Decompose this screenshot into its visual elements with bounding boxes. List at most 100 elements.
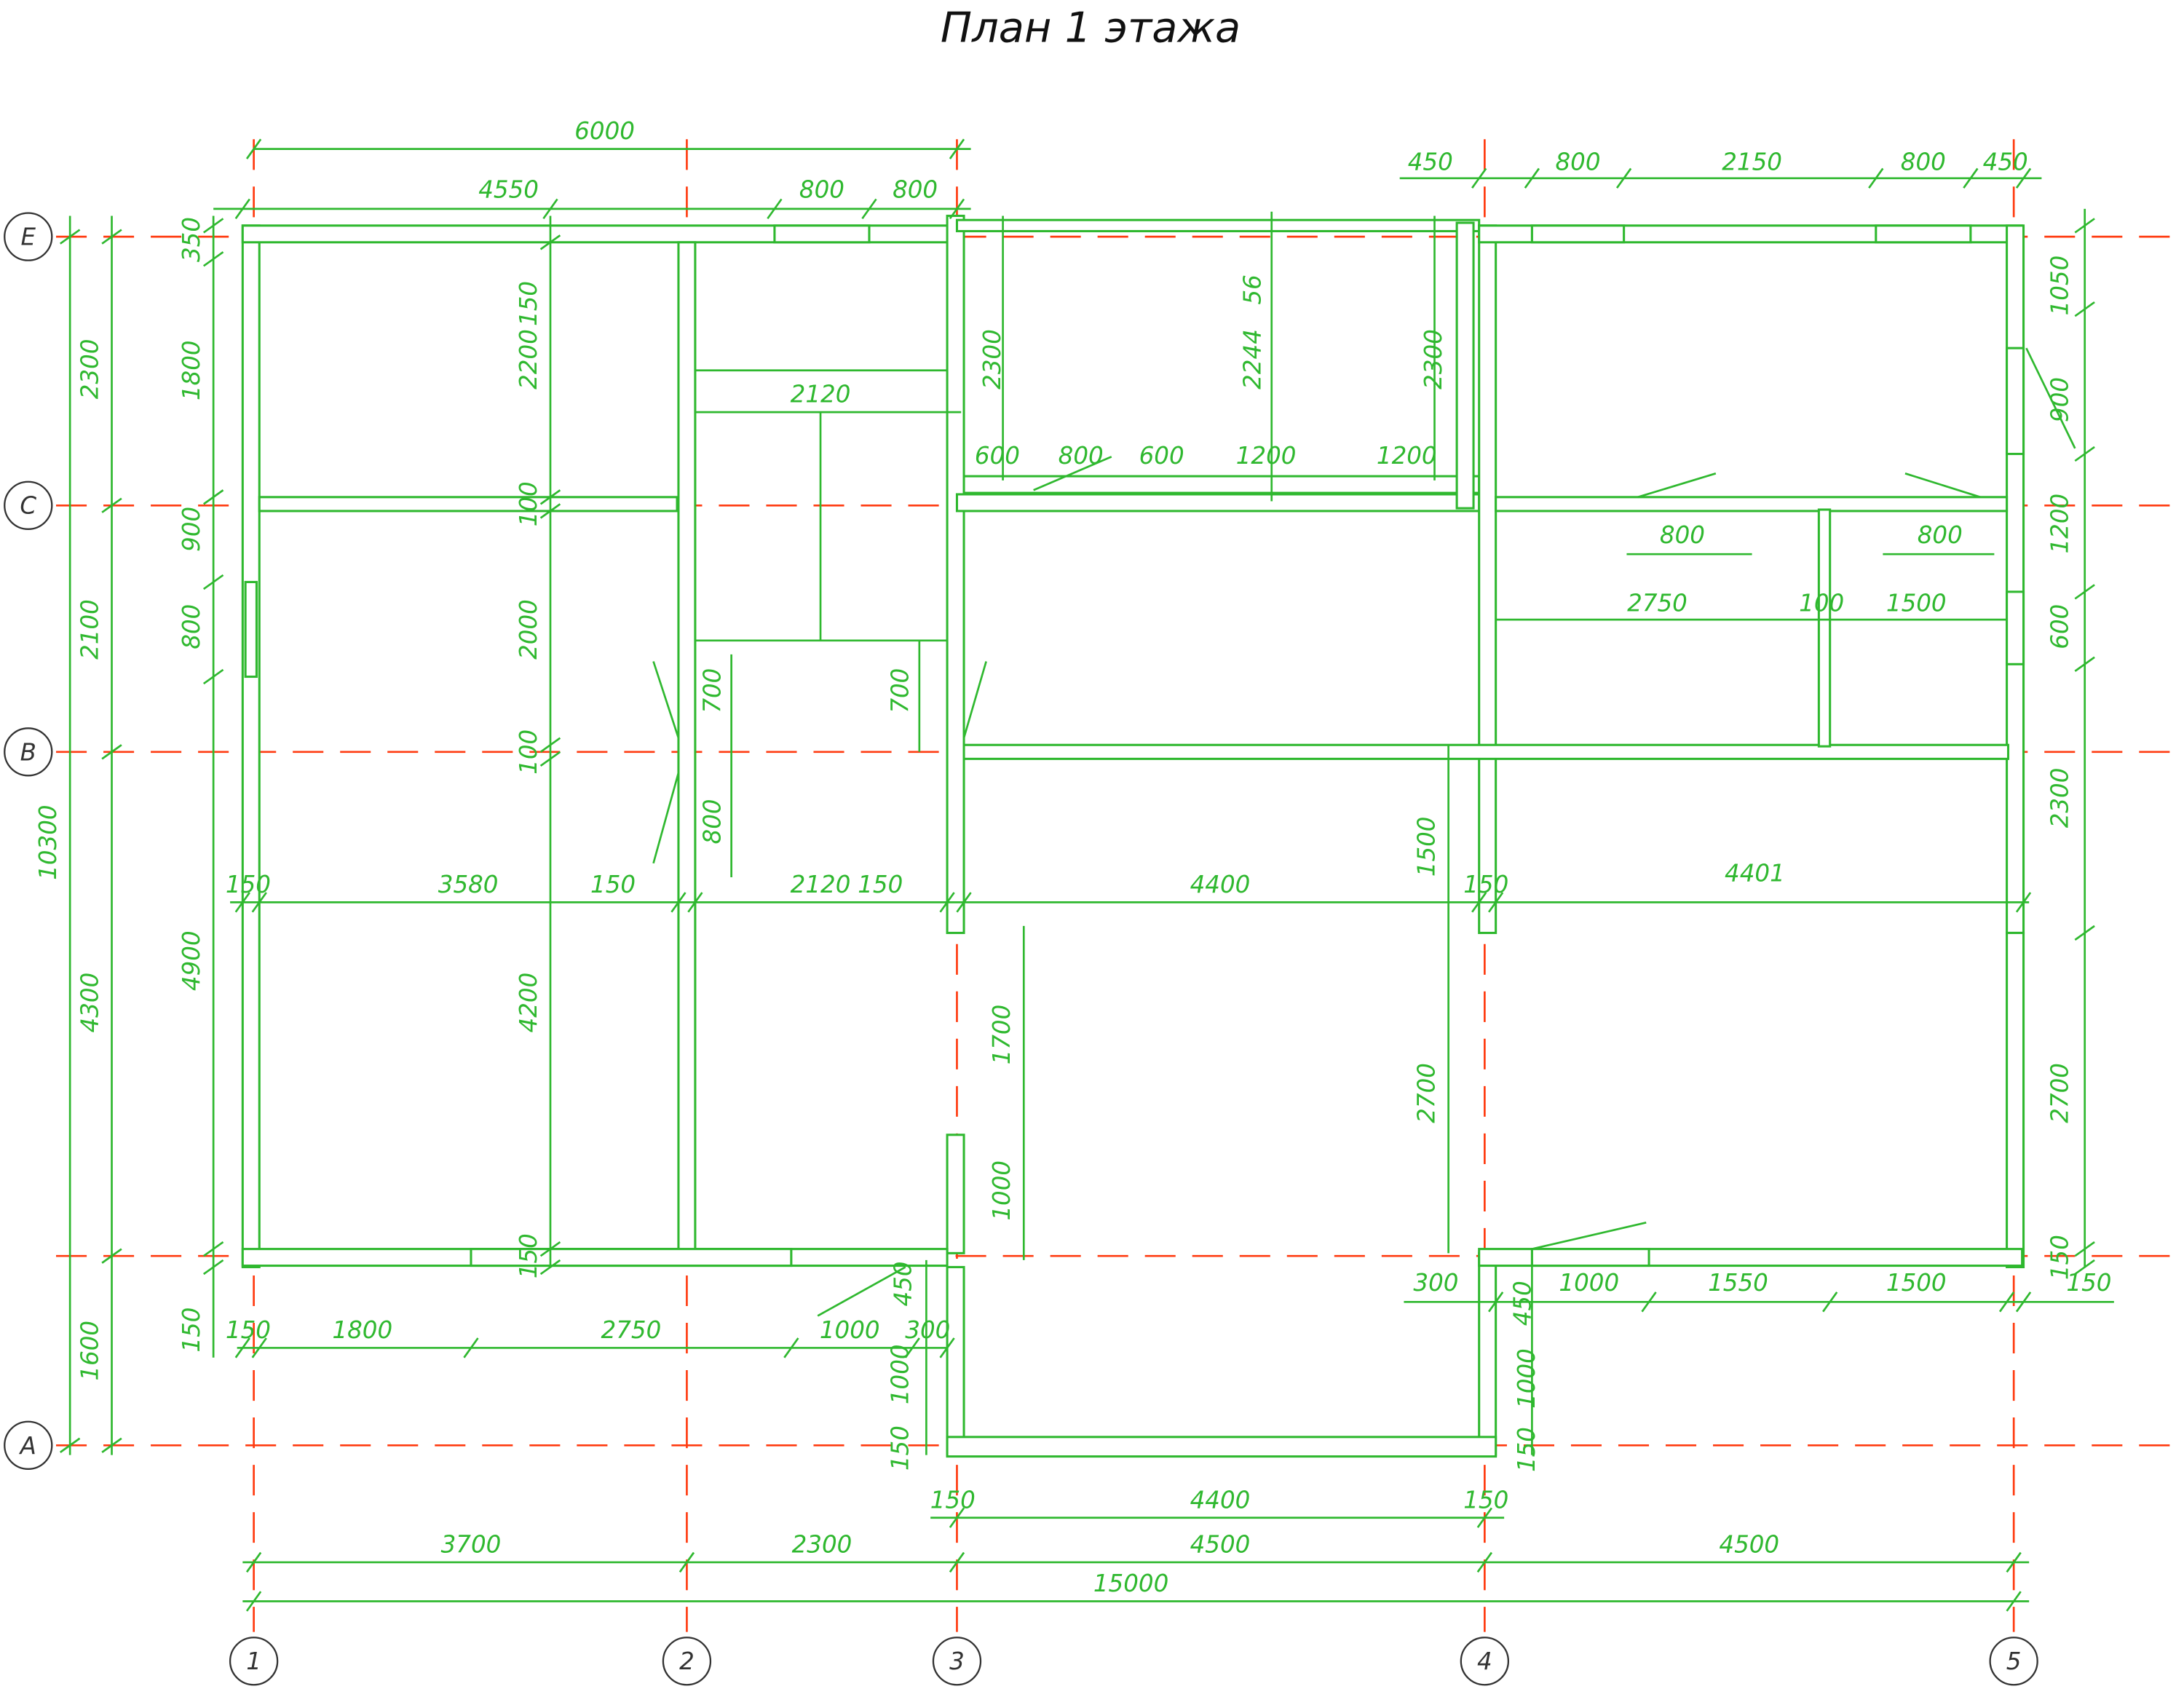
row-axis-bubble <box>4 212 53 261</box>
dimension-tick <box>1641 1292 1657 1313</box>
dimension-line <box>652 772 680 864</box>
dimension-label: 150 <box>1513 1427 1540 1472</box>
dimension-label: 1200 <box>2046 494 2074 554</box>
dimension-tick <box>2015 892 2032 913</box>
dimension-label: 700 <box>887 668 914 713</box>
wall <box>1875 224 1972 244</box>
column-axis-bubble <box>932 1637 982 1686</box>
wall <box>1478 1251 1497 1457</box>
dimension-label: 1500 <box>1886 590 1947 617</box>
dimension-tick <box>1615 167 1632 189</box>
column-axis-label: 3 <box>949 1648 965 1675</box>
dimension-label: 1500 <box>1413 817 1441 877</box>
wall <box>258 496 678 513</box>
dimension-tick <box>2074 584 2095 600</box>
dimension-label: 800 <box>1901 148 1946 175</box>
dimension-tick <box>101 1248 122 1264</box>
dimension-tick <box>59 229 81 245</box>
dimension-tick <box>2074 446 2095 462</box>
dimension-label: 2700 <box>2046 1063 2074 1123</box>
dimension-label: 3700 <box>441 1531 502 1559</box>
dimension-tick <box>767 198 783 220</box>
dimension-tick <box>1471 892 1487 913</box>
dimension-label: 4401 <box>1725 860 1785 887</box>
dimension-label: 1200 <box>1377 442 1437 470</box>
dimension-tick <box>101 229 122 245</box>
dimension-label: 150 <box>226 1316 271 1344</box>
dimension-tick <box>202 668 224 685</box>
dimension-tick <box>783 1337 799 1358</box>
column-axis-bubble <box>1460 1637 1510 1686</box>
dimension-label: 4200 <box>515 973 542 1033</box>
wall <box>955 218 1481 233</box>
dimension-label: 150 <box>515 281 542 326</box>
dimension-label: 100 <box>1799 590 1844 617</box>
dimension-label: 150 <box>178 1308 205 1353</box>
dimension-tick <box>1868 167 1884 189</box>
dimension-label: 2300 <box>2046 768 2074 828</box>
dimension-label: 56 <box>1238 274 1266 304</box>
dimension-tick <box>2015 1292 2032 1313</box>
dimension-label: 4300 <box>76 973 103 1033</box>
dimension-label: 450 <box>1508 1281 1536 1326</box>
dimension-tick <box>1471 167 1487 189</box>
dimension-tick <box>949 198 965 220</box>
dimension-label: 150 <box>1463 871 1508 898</box>
wall <box>946 1134 965 1254</box>
dimension-tick <box>245 138 262 159</box>
dimension-tick <box>1476 1551 1493 1573</box>
wall <box>1817 508 1832 748</box>
dimension-tick <box>678 1551 695 1573</box>
dimension-label: 150 <box>858 871 903 898</box>
dimension-label: 900 <box>2046 377 2074 422</box>
dimension-tick <box>949 1507 965 1528</box>
dimension-line <box>2025 347 2076 449</box>
wall <box>1478 224 1497 934</box>
dimension-label: 800 <box>1059 442 1104 470</box>
dimension-tick <box>202 1259 224 1275</box>
dimension-label: 100 <box>515 729 542 775</box>
dimension-tick <box>2074 218 2095 234</box>
dimension-tick <box>539 751 561 767</box>
dimension-label: 1500 <box>1886 1269 1947 1297</box>
dimension-label: 4400 <box>1190 1486 1251 1514</box>
wall <box>962 743 2010 760</box>
wall <box>946 1265 965 1457</box>
dimension-label: 150 <box>930 1486 976 1514</box>
dimension-label: 800 <box>1660 521 1705 549</box>
dimension-line <box>1904 472 1981 499</box>
dimension-label: 350 <box>178 217 205 262</box>
dimension-label: 6000 <box>574 117 635 145</box>
dimension-tick <box>939 1337 955 1358</box>
wall <box>2006 347 2025 456</box>
dimension-tick <box>2015 167 2032 189</box>
wall <box>241 224 261 1269</box>
dimension-line <box>1033 456 1112 491</box>
wall <box>677 241 697 1252</box>
wall <box>773 224 871 244</box>
dimension-tick <box>687 892 703 913</box>
row-axis-label: A <box>19 1432 36 1460</box>
dimension-label: 2120 <box>791 381 851 408</box>
dimension-label: 4900 <box>178 930 205 991</box>
row-axis-label: B <box>20 738 36 766</box>
dimension-label: 2750 <box>601 1316 662 1344</box>
dimension-label: 450 <box>1408 148 1453 175</box>
dimension-tick <box>2074 301 2095 317</box>
dimension-label: 4550 <box>478 176 539 204</box>
dimension-tick <box>539 234 561 250</box>
dimension-tick <box>2074 925 2095 941</box>
dimension-tick <box>101 497 122 513</box>
row-axis-label: E <box>20 224 36 251</box>
wall <box>2006 931 2025 1269</box>
dimension-label: 800 <box>893 176 938 204</box>
dimension-label: 700 <box>698 668 726 713</box>
wall <box>1530 224 1626 244</box>
dimension-tick <box>861 198 877 220</box>
wall <box>1455 221 1475 510</box>
dimension-label: 800 <box>698 799 726 844</box>
dimension-label: 1000 <box>1559 1269 1619 1297</box>
dimension-label: 150 <box>590 871 636 898</box>
